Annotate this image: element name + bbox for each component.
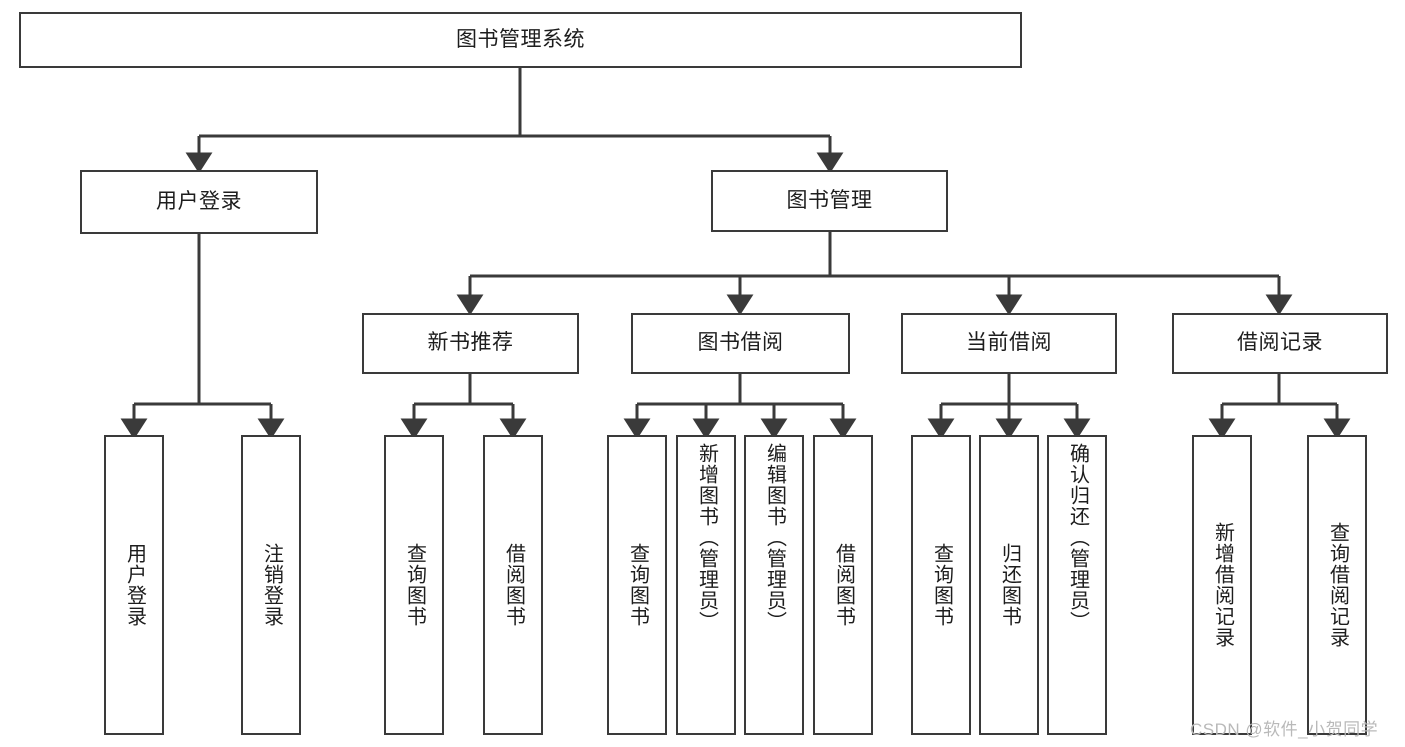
node-new-book-recommendation[interactable]: 新书推荐 (362, 313, 579, 374)
node-label: 图书借阅 (697, 331, 784, 355)
node-label: 查询图书 (930, 543, 953, 627)
leaf-confirm-return-admin[interactable]: 确认归还（管理员） (1047, 435, 1107, 735)
node-label: 查询图书 (626, 543, 649, 627)
leaf-user-login[interactable]: 用户登录 (104, 435, 164, 735)
node-label: 新增图书（管理员） (695, 443, 718, 632)
node-label: 查询图书 (403, 543, 426, 627)
leaf-query-books-borrowing[interactable]: 查询图书 (607, 435, 667, 735)
leaf-query-borrow-record[interactable]: 查询借阅记录 (1307, 435, 1367, 735)
leaf-return-books[interactable]: 归还图书 (979, 435, 1039, 735)
leaf-add-borrow-record[interactable]: 新增借阅记录 (1192, 435, 1252, 735)
node-label: 借阅记录 (1237, 331, 1323, 355)
node-label: 用户登录 (123, 543, 146, 627)
node-book-management-system[interactable]: 图书管理系统 (19, 12, 1022, 68)
node-label: 用户登录 (156, 189, 242, 213)
node-label: 当前借阅 (966, 331, 1052, 355)
node-label: 借阅图书 (502, 543, 525, 627)
leaf-borrow-books-borrowing[interactable]: 借阅图书 (813, 435, 873, 735)
leaf-edit-book-admin[interactable]: 编辑图书（管理员） (744, 435, 804, 735)
node-label: 借阅图书 (832, 543, 855, 627)
node-label: 图书管理系统 (456, 27, 585, 51)
leaf-borrow-books-recommend[interactable]: 借阅图书 (483, 435, 543, 735)
leaf-query-books-current[interactable]: 查询图书 (911, 435, 971, 735)
node-label: 归还图书 (998, 543, 1021, 627)
node-label: 查询借阅记录 (1326, 522, 1349, 648)
node-current-borrowing[interactable]: 当前借阅 (901, 313, 1117, 374)
watermark: CSDN @软件_小贺同学 (1190, 720, 1379, 739)
node-label: 新书推荐 (427, 331, 514, 355)
leaf-logout[interactable]: 注销登录 (241, 435, 301, 735)
node-label: 注销登录 (260, 543, 283, 627)
node-borrowing-records[interactable]: 借阅记录 (1172, 313, 1388, 374)
node-label: 新增借阅记录 (1211, 522, 1234, 648)
leaf-add-book-admin[interactable]: 新增图书（管理员） (676, 435, 736, 735)
node-label: 编辑图书（管理员） (763, 443, 786, 632)
node-book-management[interactable]: 图书管理 (711, 170, 948, 232)
node-label: 确认归还（管理员） (1066, 443, 1089, 632)
node-user-login[interactable]: 用户登录 (80, 170, 318, 234)
leaf-query-books-recommend[interactable]: 查询图书 (384, 435, 444, 735)
node-label: 图书管理 (786, 188, 873, 212)
node-book-borrowing[interactable]: 图书借阅 (631, 313, 850, 374)
